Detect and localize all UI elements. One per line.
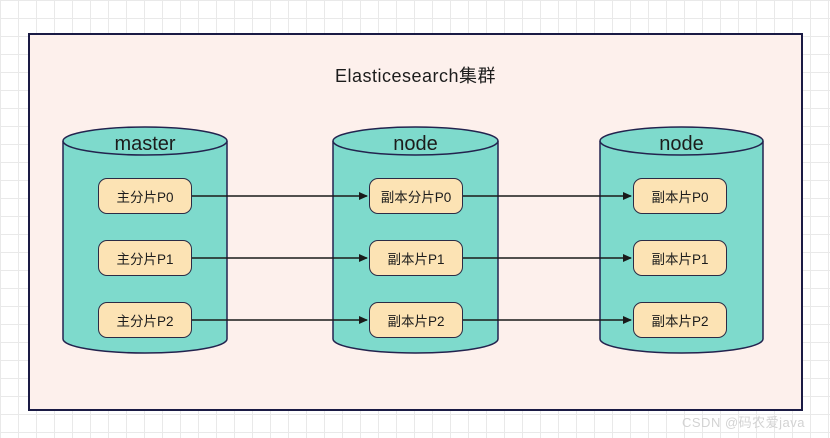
shard-box-master-p2: 主分片P2: [98, 302, 192, 338]
watermark: CSDN @码农爱java: [682, 415, 805, 430]
shard-box-node1-p2: 副本片P2: [369, 302, 463, 338]
cylinder-top: [62, 126, 228, 156]
cylinder-top: [599, 126, 764, 156]
cylinder-label-master: master: [114, 133, 175, 155]
shard-box-node2-p1: 副本片P1: [633, 240, 727, 276]
shard-box-node2-p0: 副本片P0: [633, 178, 727, 214]
diagram-title: Elasticesearch集群: [334, 66, 497, 86]
cylinder-label-node-1: node: [393, 133, 438, 155]
shard-box-node2-p2: 副本片P2: [633, 302, 727, 338]
shard-box-node1-p0: 副本分片P0: [369, 178, 463, 214]
shard-box-master-p1: 主分片P1: [98, 240, 192, 276]
cylinder-top: [332, 126, 499, 156]
shard-box-node1-p1: 副本片P1: [369, 240, 463, 276]
shard-box-master-p0: 主分片P0: [98, 178, 192, 214]
cylinder-label-node-2: node: [659, 133, 704, 155]
